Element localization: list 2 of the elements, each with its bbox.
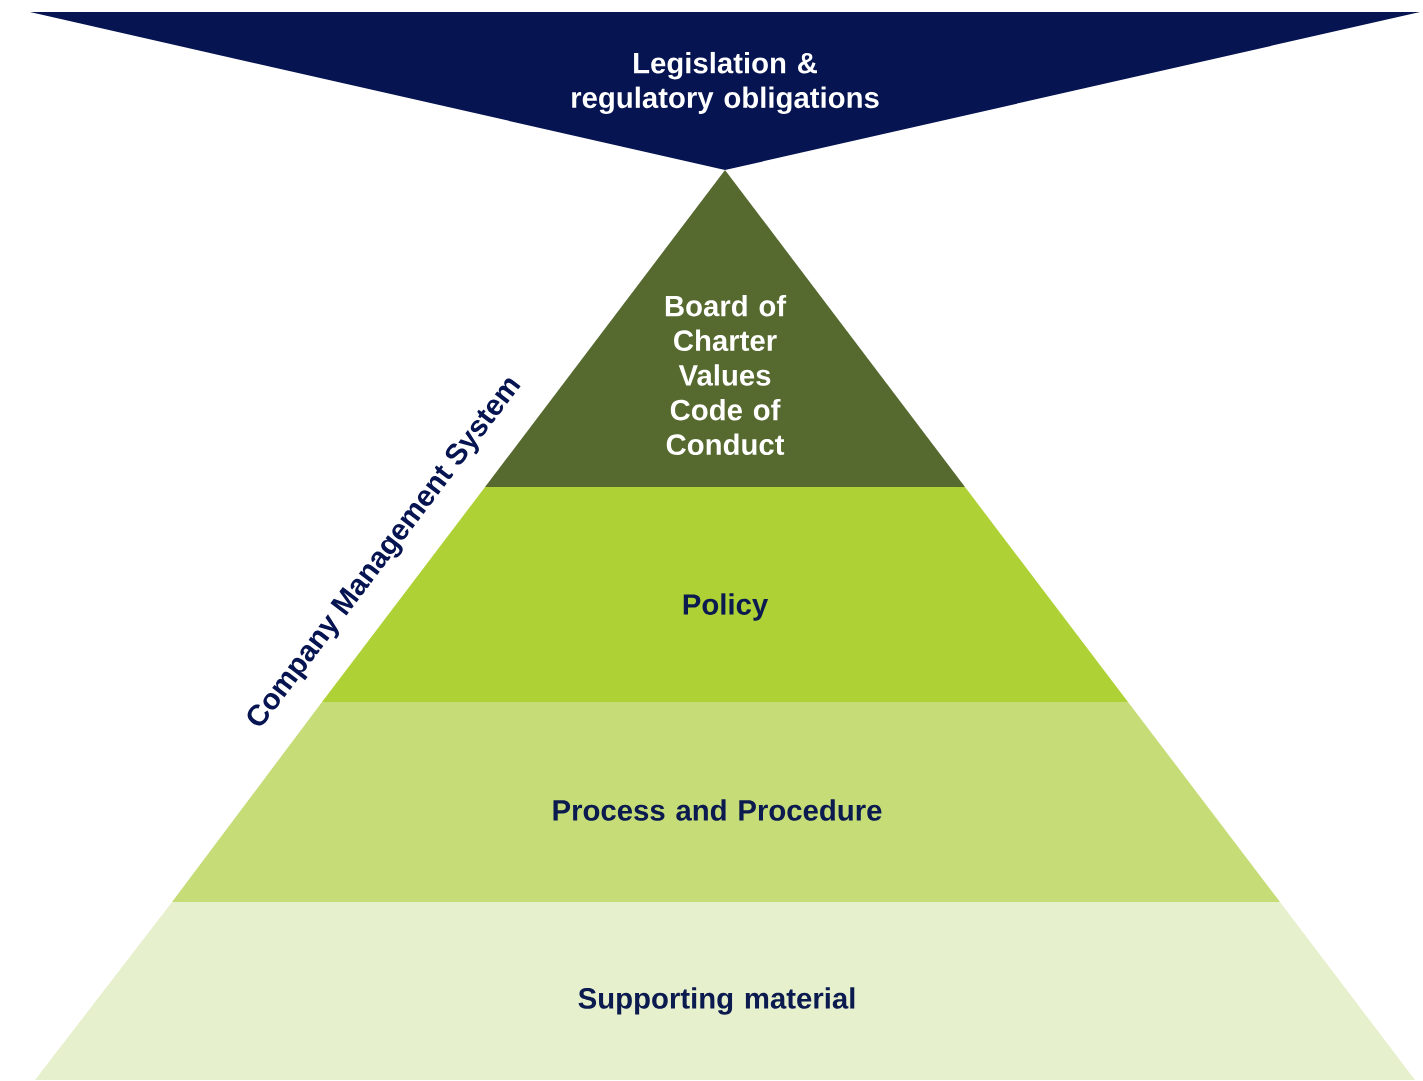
pyramid-tier: Supporting material bbox=[35, 902, 1415, 1080]
funnel-triangle: Legislation & regulatory obligations bbox=[30, 12, 1420, 170]
